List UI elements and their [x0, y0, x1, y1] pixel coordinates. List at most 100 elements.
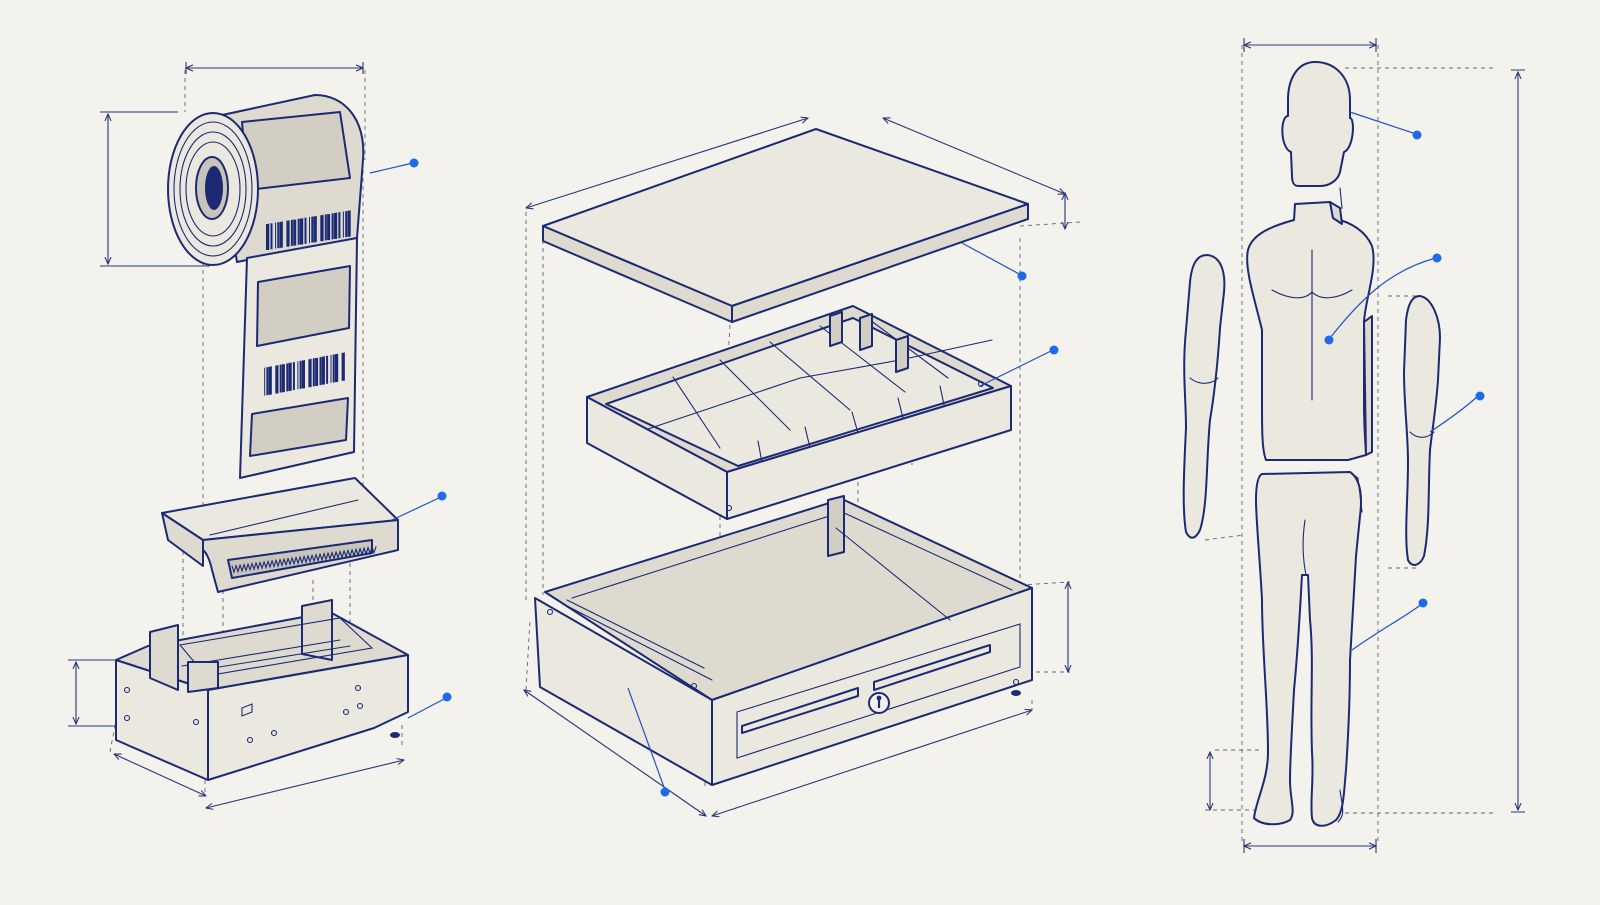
cash-drawer-dimensions	[524, 118, 1068, 816]
mannequin-legs	[1253, 471, 1363, 827]
barcode-bar	[281, 221, 283, 248]
barcode-bar	[343, 352, 345, 381]
printer-base	[115, 599, 409, 781]
mannequin-head	[1281, 61, 1354, 211]
barcode-bar	[308, 359, 312, 388]
barcode-bar	[315, 215, 317, 242]
barcode-bar	[279, 364, 282, 393]
barcode-bar	[327, 214, 331, 241]
callout-drawer-body[interactable]	[660, 787, 670, 797]
barcode-bar	[304, 360, 305, 388]
barcode-bar	[297, 361, 299, 390]
barcode-bar	[299, 218, 303, 245]
barcode-bar	[290, 219, 293, 246]
barcode-bar	[309, 217, 310, 243]
barcode-bar	[275, 365, 279, 394]
cash-drawer-callouts	[627, 242, 1059, 797]
barcode-bar	[347, 210, 351, 237]
mannequin-assembly	[1182, 38, 1525, 853]
barcode-bar	[281, 364, 285, 393]
barcode-bar	[345, 211, 348, 238]
barcode-bar	[277, 222, 280, 249]
callout-legs[interactable]	[1418, 598, 1428, 608]
barcode-bar	[292, 362, 295, 391]
barcode-bar	[286, 363, 289, 392]
barcode-bar	[304, 217, 307, 244]
coin-tray	[586, 305, 1012, 520]
barcode-bar	[321, 356, 325, 385]
barcode-bar	[326, 355, 329, 384]
barcode-bar	[288, 362, 292, 391]
barcode-bar	[330, 354, 332, 383]
callout-coin-tray[interactable]	[1049, 345, 1059, 355]
barcode-bar	[333, 212, 337, 239]
barcode-bar	[264, 367, 266, 396]
barcode-bar	[301, 360, 305, 389]
barcode-bar	[290, 362, 292, 391]
drawer-body	[534, 495, 1033, 786]
barcode-bar	[313, 216, 317, 243]
barcode-bar	[323, 356, 325, 385]
barcode-bar	[302, 218, 304, 245]
callout-printer-lid[interactable]	[437, 491, 447, 501]
barcode-bar	[293, 219, 297, 246]
barcode-bar	[311, 216, 314, 243]
drawer-top-cover	[542, 128, 1029, 323]
barcode-bar	[310, 358, 312, 387]
barcode-bar	[320, 215, 324, 242]
callout-label-roll[interactable]	[409, 158, 419, 168]
callout-torso[interactable]	[1432, 253, 1442, 263]
callout-torso-anchor[interactable]	[1324, 335, 1334, 345]
barcode-bar	[266, 367, 269, 396]
mannequin-left-arm	[1182, 254, 1226, 539]
barcode-bar	[266, 224, 269, 250]
callout-head[interactable]	[1412, 130, 1422, 140]
barcode-upper	[266, 210, 351, 250]
barcode-bar	[338, 212, 341, 239]
label-roll	[167, 94, 365, 479]
mannequin-projection-lines	[1204, 45, 1495, 842]
barcode-lower	[264, 352, 345, 396]
barcode-bar	[270, 366, 272, 395]
barcode-bar	[299, 360, 302, 389]
barcode-bar	[349, 210, 351, 237]
barcode-bar	[342, 211, 344, 238]
mannequin-torso	[1246, 201, 1375, 461]
label-printer-dimensions	[68, 62, 404, 808]
barcode-bar	[286, 220, 290, 247]
mannequin-dimensions	[1210, 38, 1525, 853]
barcode-bar	[337, 353, 339, 382]
barcode-bar	[332, 354, 335, 383]
barcode-bar	[322, 214, 324, 241]
barcode-bar	[275, 222, 277, 249]
callout-right-arm[interactable]	[1475, 391, 1485, 401]
barcode-bar	[312, 358, 315, 387]
barcode-bar	[334, 354, 338, 383]
barcode-bar	[331, 213, 334, 240]
printer-lid	[161, 477, 399, 593]
barcode-bar	[297, 218, 300, 245]
barcode-bar	[277, 365, 279, 394]
tear-bar-teeth	[231, 546, 377, 574]
barcode-bar	[315, 357, 319, 386]
barcode-bar	[268, 366, 272, 395]
label-sheets	[241, 111, 351, 457]
mannequin-callouts	[1324, 111, 1485, 651]
barcode-bar	[341, 352, 345, 381]
barcode-bar	[268, 223, 270, 250]
barcode-bar	[324, 214, 327, 241]
label-printer-assembly	[68, 62, 452, 808]
cash-drawer-assembly	[524, 118, 1081, 816]
barcode-bar	[319, 357, 322, 386]
callout-printer-base[interactable]	[442, 692, 452, 702]
barcode-bar	[336, 212, 338, 239]
barcode-bar	[288, 220, 290, 247]
callout-drawer-top-cover[interactable]	[1017, 271, 1027, 281]
barcode-bar	[279, 221, 283, 248]
barcode-bar	[270, 223, 273, 250]
tear-bar-teeth-path	[231, 546, 377, 574]
mannequin-right-arm	[1403, 295, 1441, 566]
label-printer-callouts	[369, 158, 452, 719]
